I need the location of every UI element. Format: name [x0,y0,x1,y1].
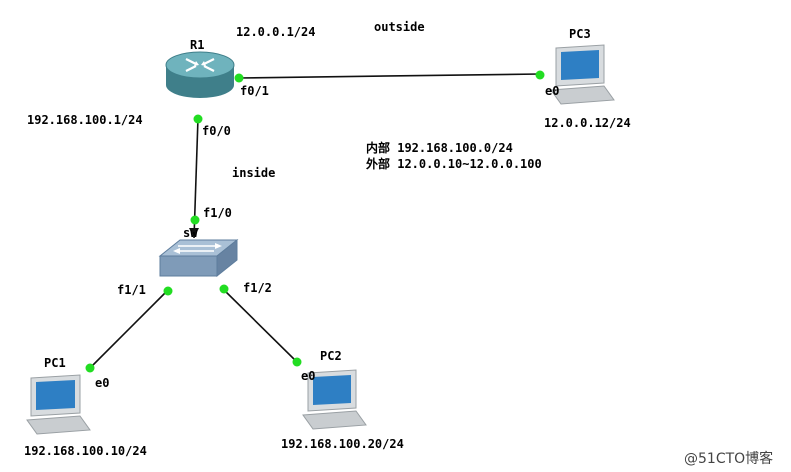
pc2-label: PC2 [320,349,342,363]
pc1-label: PC1 [44,356,66,370]
port-dot-pc3-e0 [535,70,545,80]
watermark: @51CTO博客 [684,451,774,467]
link-sw-pc2 [221,287,298,363]
r1-f0-0-label: f0/0 [202,124,231,138]
router-icon[interactable] [165,51,235,98]
sw-f1-2-label: f1/2 [243,281,272,295]
inside-zone-label: inside [232,166,276,180]
nat-note-inside: 内部 192.168.100.0/24 [366,141,513,155]
port-dot-pc2-e0 [292,357,302,367]
pc3-e0-label: e0 [545,84,560,98]
sw-f1-0-label: f1/0 [203,206,232,220]
port-dot-pc1-e0 [85,363,95,373]
outside-zone-label: outside [374,20,425,34]
port-dot-sw-f1-1 [163,286,173,296]
pc3-computer-icon[interactable] [550,44,615,105]
link-r1-pc3 [237,73,541,79]
pc3-label: PC3 [569,27,591,41]
r1-f0-1-label: f0/1 [240,84,269,98]
port-dot-sw-f1-0 [190,215,200,225]
sw-f1-1-label: f1/1 [117,283,146,297]
port-dot-r1-f0-0 [193,114,203,124]
link-arrow-icon [189,228,199,238]
pc2-e0-label: e0 [301,369,316,383]
pc1-e0-label: e0 [95,376,110,390]
nat-note-outside: 外部 12.0.0.10~12.0.0.100 [366,157,542,171]
port-dot-r1-f0-1 [234,73,244,83]
link-sw-pc1 [89,289,169,369]
pc2-computer-icon[interactable] [302,369,367,430]
router-r1-label: R1 [190,38,205,52]
pc1-computer-icon[interactable] [26,374,91,435]
pc2-address: 192.168.100.20/24 [281,437,404,451]
switch-sw-label: sw [183,226,198,240]
port-dot-sw-f1-2 [219,284,229,294]
pc3-address: 12.0.0.12/24 [544,116,631,130]
pc1-address: 192.168.100.10/24 [24,444,147,458]
r1-inside-address: 192.168.100.1/24 [27,113,143,127]
switch-icon[interactable] [158,238,239,278]
r1-outside-address: 12.0.0.1/24 [236,25,316,39]
